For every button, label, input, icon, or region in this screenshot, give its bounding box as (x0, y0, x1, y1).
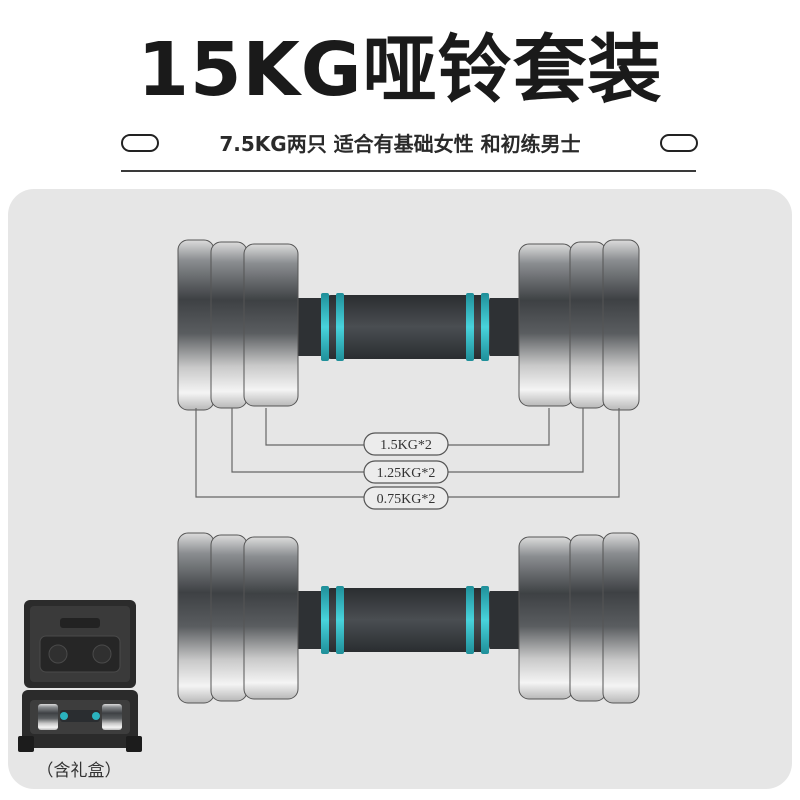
plate-label-text-3: 0.75KG*2 (377, 492, 436, 507)
gift-box-caption: （含礼盒） (36, 761, 122, 781)
dumbbell-top (177, 239, 640, 411)
plate-label-1: 1.5KG*2 (363, 432, 449, 456)
plate-label-text-1: 1.5KG*2 (380, 438, 432, 453)
pill-icon (121, 134, 159, 152)
pill-icon (660, 134, 698, 152)
dumbbell-bottom (177, 532, 640, 704)
divider (121, 170, 696, 172)
gift-case-icon (18, 600, 142, 752)
plate-label-3: 0.75KG*2 (363, 486, 449, 510)
subtitle: 7.5KG两只 适合有基础女性 和初练男士 (219, 132, 581, 156)
plate-label-2: 1.25KG*2 (363, 460, 449, 484)
plate-label-text-2: 1.25KG*2 (377, 466, 436, 481)
subtitle-row: 7.5KG两只 适合有基础女性 和初练男士 (0, 128, 800, 160)
page-title: 15KG哑铃套装 (137, 27, 663, 113)
